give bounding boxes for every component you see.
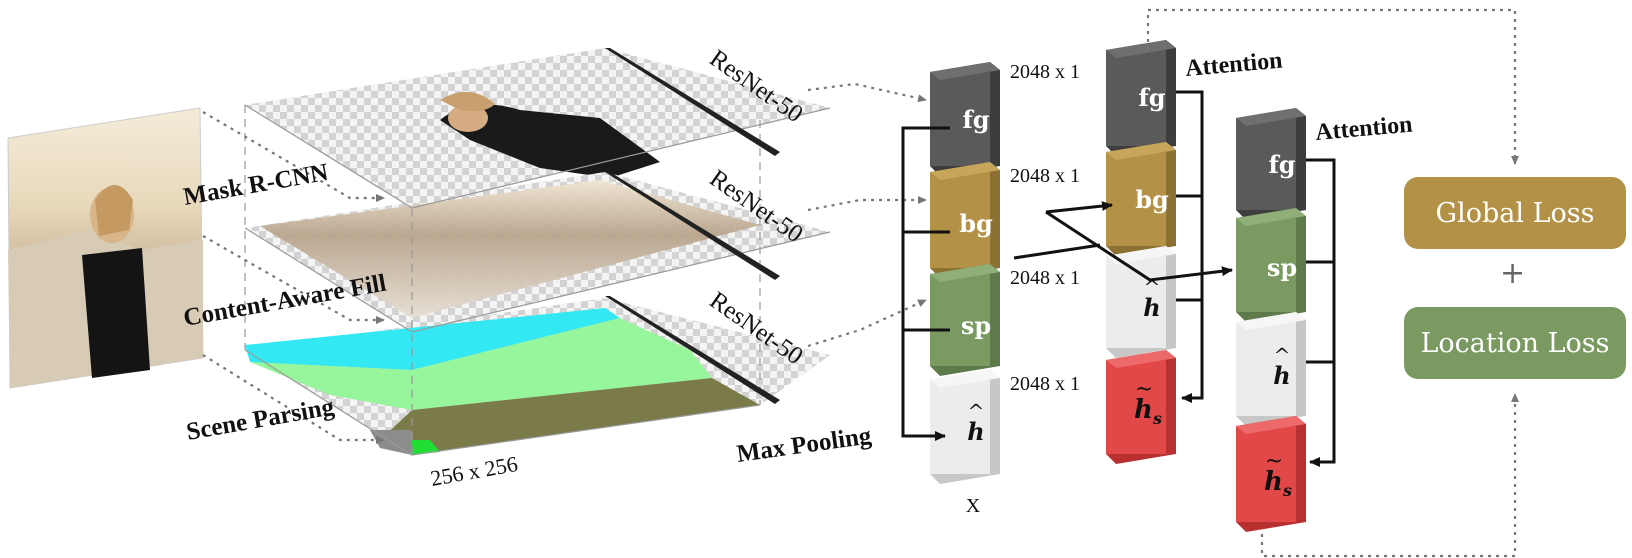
- attention-column-2: fg sp h ^ hs ~: [1236, 108, 1306, 532]
- mask-rcnn-label: Mask R-CNN: [181, 159, 330, 211]
- block-h-3: [1236, 312, 1306, 426]
- fg-label-1: fg: [962, 105, 989, 134]
- scene-parsing-label: Scene Parsing: [184, 393, 336, 446]
- pooled-features-column: fg bg sp h ^: [930, 62, 1000, 484]
- h-label-3: h: [1273, 361, 1290, 390]
- block-fg-3: [1236, 108, 1306, 220]
- attention-connectors-1: [1013, 90, 1233, 403]
- mask-rcnn-layer: [245, 48, 830, 208]
- feature-arrows: [807, 82, 927, 348]
- hs-tilde-3: ~: [1265, 449, 1283, 474]
- max-pooling-connector: [901, 126, 950, 441]
- x-label: X: [966, 495, 981, 517]
- resolution-label: 256 x 256: [429, 451, 520, 491]
- content-aware-fill-layer: [245, 172, 830, 332]
- sp-label-3: sp: [1267, 253, 1297, 282]
- h-label-2: h: [1143, 293, 1160, 322]
- block-bg-1: [930, 162, 1000, 278]
- block-fg-2: [1106, 40, 1176, 156]
- dim-label-2: 2048 x 1: [1010, 165, 1080, 187]
- hs-label-2: hs: [1134, 395, 1162, 428]
- block-h-2: [1106, 246, 1176, 358]
- layer-stack-guides: [244, 104, 831, 456]
- block-bg-2: [1106, 142, 1176, 256]
- attention-connectors-2: [1306, 158, 1336, 467]
- h-hat-3: ^: [1274, 343, 1291, 367]
- fg-label-2: fg: [1138, 83, 1165, 112]
- max-pooling-label: Max Pooling: [735, 422, 873, 468]
- bg-label-1: bg: [959, 209, 993, 238]
- dim-label-1: 2048 x 1: [1010, 61, 1080, 83]
- block-hs-2: [1106, 350, 1176, 464]
- block-sp-3: [1236, 208, 1306, 322]
- block-fg-1: [930, 62, 1000, 176]
- layer-edges: [605, 48, 780, 404]
- attention-label-1: Attention: [1184, 48, 1283, 82]
- block-sp-1: [930, 264, 1000, 376]
- attention-label-2: Attention: [1314, 112, 1413, 146]
- block-hs-3: [1236, 416, 1306, 532]
- dimension-labels: 2048 x 1 2048 x 1 2048 x 1 2048 x 1: [1010, 61, 1080, 395]
- hs-label-3: hs: [1264, 467, 1292, 500]
- input-photo: [7, 107, 204, 389]
- sp-label-1: sp: [961, 311, 991, 340]
- dim-label-4: 2048 x 1: [1010, 373, 1080, 395]
- loss-feedback-arrows: [1146, 8, 1519, 558]
- block-h-1: [930, 370, 1000, 484]
- fg-label-3: fg: [1268, 150, 1295, 179]
- input-arrows: [202, 111, 385, 444]
- location-loss-box: Location Loss: [1404, 307, 1626, 379]
- hs-tilde-2: ~: [1135, 377, 1153, 402]
- h-label-1: h: [967, 417, 984, 446]
- global-loss-box: Global Loss: [1404, 177, 1626, 249]
- dim-label-3: 2048 x 1: [1010, 267, 1080, 289]
- plus-sign: +: [1500, 256, 1526, 291]
- content-aware-fill-label: Content-Aware Fill: [181, 270, 388, 332]
- bg-label-2: bg: [1135, 185, 1169, 214]
- attention-column-1: fg bg h ^ hs ~: [1106, 40, 1176, 464]
- h-hat-2: ^: [1144, 275, 1161, 299]
- h-hat-1: ^: [968, 399, 985, 423]
